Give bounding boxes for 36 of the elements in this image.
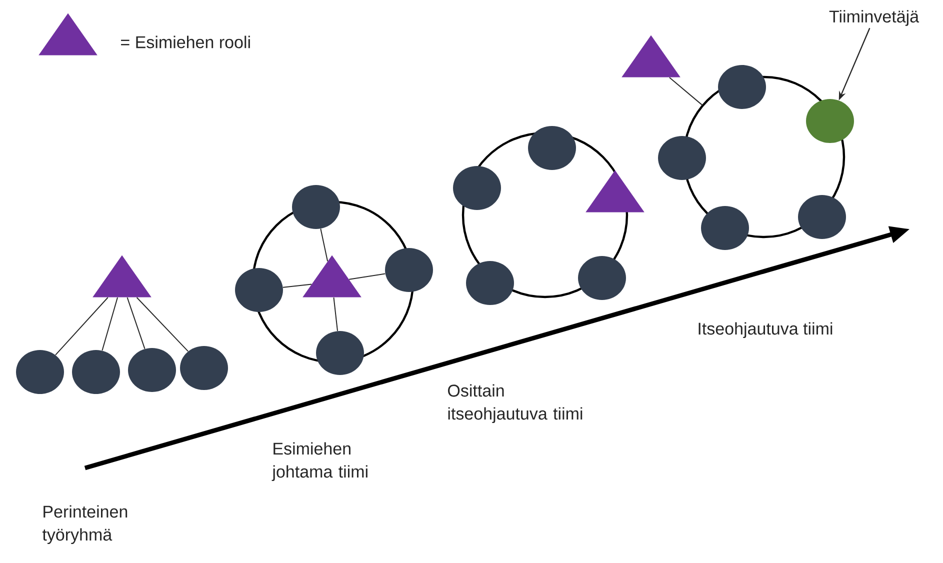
member-dot	[385, 248, 433, 292]
member-dot	[798, 195, 846, 239]
member-dot	[16, 350, 64, 394]
member-dot	[578, 256, 626, 300]
stage-label: Osittain itseohjautuva tiimi	[448, 384, 582, 424]
connector-line	[320, 228, 328, 262]
member-dot	[466, 261, 514, 305]
member-dot	[806, 99, 854, 143]
connector-line	[126, 297, 146, 350]
member-dot	[316, 331, 364, 375]
connector-line	[102, 297, 118, 352]
legend-text: = Esimiehen rooli	[121, 36, 250, 48]
manager-triangle	[586, 170, 644, 212]
member-dot	[235, 268, 283, 312]
member-dot	[658, 136, 706, 180]
member-dot	[128, 348, 176, 392]
connector-line	[282, 284, 312, 288]
manager-triangle	[92, 255, 152, 298]
member-dot	[180, 346, 228, 390]
manager-triangle	[302, 255, 362, 298]
member-dot	[72, 350, 120, 394]
leader-text: Tiiminvetäjä	[829, 10, 920, 26]
member-dot	[718, 65, 766, 109]
connector-line	[668, 77, 702, 106]
stage-label: Perinteinen työryhmä	[42, 505, 128, 544]
connector-line	[348, 273, 386, 280]
connector-line	[136, 297, 189, 352]
member-dot	[701, 206, 749, 250]
manager-triangle	[622, 35, 680, 78]
member-dot	[528, 126, 576, 170]
connector-line	[55, 297, 108, 356]
member-dot	[453, 166, 501, 210]
connector-line	[333, 297, 338, 332]
stage-label: Itseohjautuva tiimi	[698, 322, 832, 338]
stage-label: Esimiehen johtama tiimi	[272, 442, 368, 482]
member-dot	[292, 185, 340, 229]
